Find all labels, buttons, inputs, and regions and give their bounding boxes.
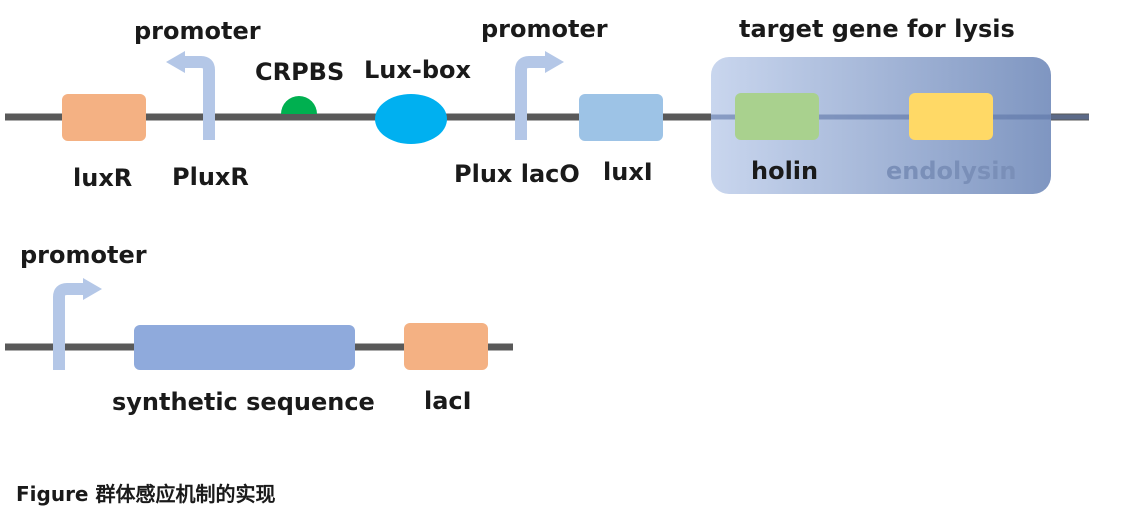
laci-label: lacI	[424, 387, 472, 415]
promoter-arrow-icon-bottom	[53, 278, 102, 370]
promoter-label-2: promoter	[481, 15, 608, 43]
synthetic-sequence-label: synthetic sequence	[112, 388, 375, 416]
figure-caption: Figure 群体感应机制的实现	[16, 482, 276, 506]
luxr-gene-box	[62, 94, 146, 141]
lux-box-site	[375, 94, 447, 144]
pluxr-label: PluxR	[172, 163, 249, 191]
holin-label: holin	[751, 157, 818, 185]
promoter-label-3: promoter	[20, 241, 147, 269]
endolysin-gene-box	[909, 93, 993, 140]
luxi-gene-box	[579, 94, 663, 141]
plux-laco-label: Plux lacO	[454, 160, 580, 188]
crpbs-label: CRPBS	[255, 58, 344, 86]
luxr-label: luxR	[73, 164, 132, 192]
target-gene-region	[711, 57, 1051, 194]
holin-gene-box	[735, 93, 819, 140]
pluxr-promoter-arrow-icon	[166, 51, 215, 140]
endolysin-label: endolysin	[886, 157, 1017, 185]
synthetic-sequence-box	[134, 325, 355, 370]
promoter-label-1: promoter	[134, 17, 261, 45]
plux-laco-promoter-arrow-icon	[515, 51, 564, 140]
laci-gene-box	[404, 323, 488, 370]
crpbs-site	[281, 96, 317, 114]
luxi-label: luxI	[603, 158, 653, 186]
lux-box-label: Lux-box	[364, 56, 471, 84]
target-gene-title: target gene for lysis	[739, 15, 1015, 43]
